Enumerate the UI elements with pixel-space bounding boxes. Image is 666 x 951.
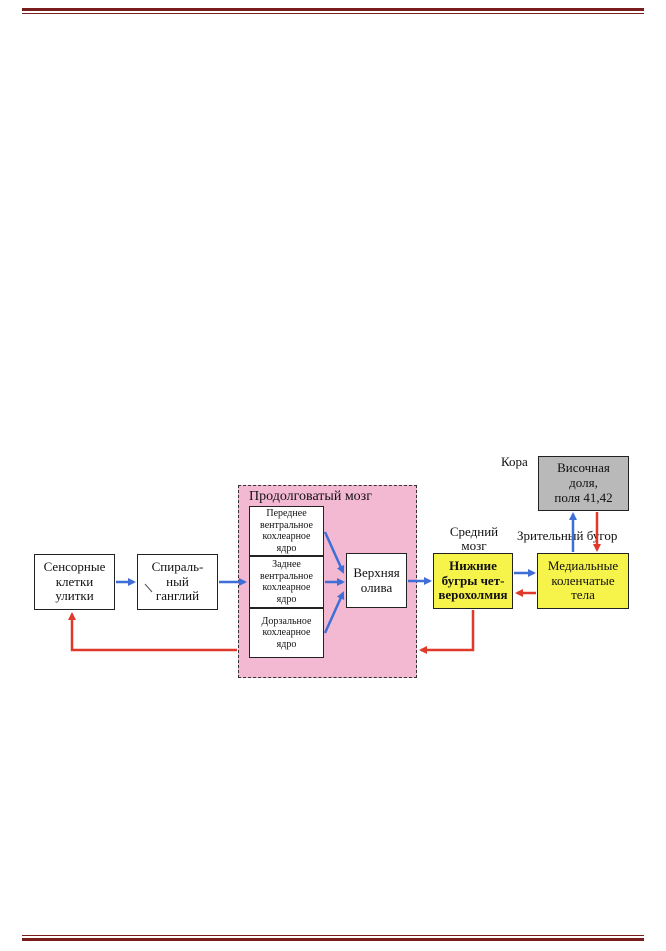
superior-olive-text: Верхняя олива <box>353 564 400 595</box>
efferent-arrows <box>68 512 601 654</box>
arrow-dorsal-to-olive <box>323 591 345 634</box>
medulla-label: Продолговатый мозг <box>249 489 372 504</box>
arrow-anterior-to-olive <box>323 531 345 574</box>
medial-geniculate-box: Медиальные коленчатые тела <box>537 553 629 609</box>
inferior-colliculi-box: Нижние бугры чет- верохолмия <box>433 553 513 609</box>
arrow-medulla-to-sensory <box>68 612 237 652</box>
dorsal-nucleus-text: Дорзальное кохлеарное ядро <box>261 615 312 650</box>
dorsal-nucleus-box: Дорзальное кохлеарное ядро <box>249 608 324 658</box>
temporal-lobe-box: Височная доля, поля 41,42 <box>538 456 629 511</box>
sensory-cells-text: Сенсорные клетки улитки <box>43 558 106 604</box>
top-rule-thin <box>22 13 644 14</box>
arrow-colliculi-to-medulla <box>419 610 475 654</box>
midbrain-label: Средний мозг <box>449 524 499 554</box>
spiral-ganglion-box: Спираль- ный ганглий <box>137 554 218 610</box>
bottom-rule-thick <box>22 938 644 941</box>
top-rule-thick <box>22 8 644 11</box>
medial-geniculate-text: Медиальные коленчатые тела <box>547 557 619 603</box>
sensory-cells-box: Сенсорные клетки улитки <box>34 554 115 610</box>
spiral-ganglion-text: Спираль- ный ганглий <box>151 558 204 604</box>
pen-mark <box>144 583 153 593</box>
bottom-rule-thin <box>22 935 644 936</box>
posterior-ventral-nucleus-text: Заднее вентральное кохлеарное ядро <box>260 559 313 605</box>
posterior-ventral-nucleus-box: Заднее вентральное кохлеарное ядро <box>249 556 324 608</box>
anterior-ventral-nucleus-box: Переднее вентральное кохлеарное ядро <box>249 506 324 556</box>
thalamus-label: Зрительный бугор <box>517 528 618 543</box>
cortex-label: Кора <box>501 454 528 469</box>
inferior-colliculi-text: Нижние бугры чет- верохолмия <box>438 557 508 603</box>
anterior-ventral-nucleus-text: Переднее вентральное кохлеарное ядро <box>260 508 313 554</box>
superior-olive-box: Верхняя олива <box>346 553 407 608</box>
temporal-lobe-text: Височная доля, поля 41,42 <box>554 460 613 505</box>
afferent-arrows <box>116 512 577 634</box>
